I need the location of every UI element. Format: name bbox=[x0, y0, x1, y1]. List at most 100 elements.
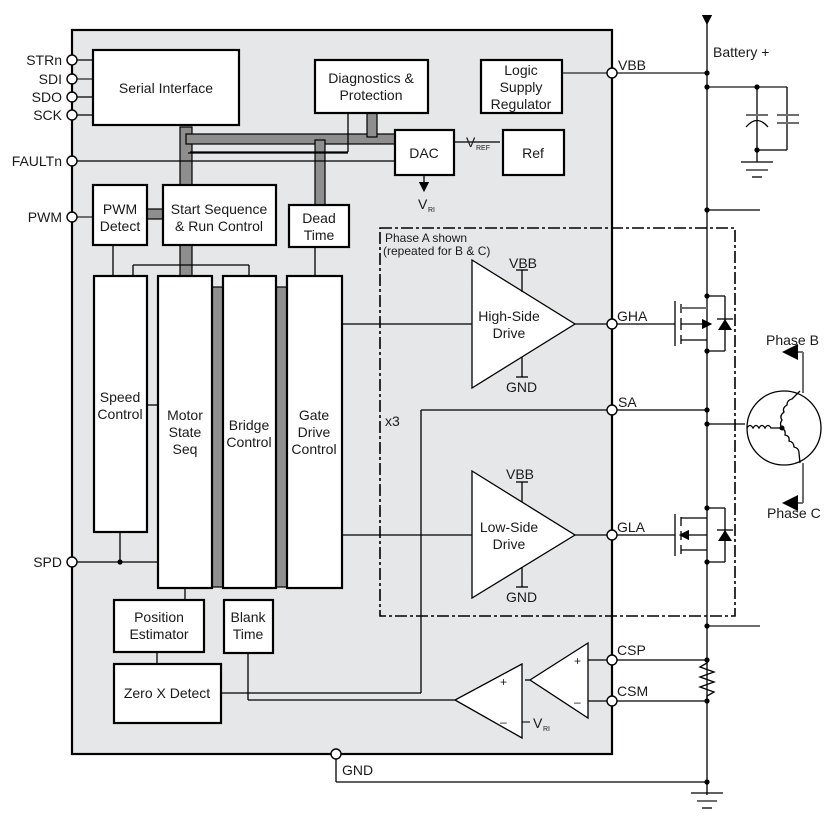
pin-sdi: SDI bbox=[39, 71, 78, 87]
svg-text:Ref: Ref bbox=[522, 145, 544, 161]
svg-text:SDO: SDO bbox=[32, 89, 62, 105]
high-side-mosfet bbox=[674, 295, 733, 352]
svg-text:SPD: SPD bbox=[33, 554, 62, 570]
svg-text:GND: GND bbox=[506, 379, 537, 395]
svg-text:Diagnostics &: Diagnostics & bbox=[328, 70, 414, 86]
svg-text:State: State bbox=[169, 424, 202, 440]
zero-x-detect-block: Zero X Detect bbox=[112, 662, 223, 725]
svg-text:Speed: Speed bbox=[100, 389, 140, 405]
junction-dots bbox=[117, 70, 760, 785]
bridge-control-block: Bridge Control bbox=[221, 274, 278, 590]
svg-text:VBB: VBB bbox=[509, 255, 537, 271]
svg-text:–: – bbox=[574, 695, 581, 709]
svg-text:Logic: Logic bbox=[504, 62, 537, 78]
svg-text:VBB: VBB bbox=[506, 466, 534, 482]
svg-text:Start Sequence: Start Sequence bbox=[171, 201, 268, 217]
blank-time-block: Blank Time bbox=[222, 598, 275, 655]
svg-text:VBB: VBB bbox=[618, 57, 646, 73]
svg-text:Estimator: Estimator bbox=[129, 626, 188, 642]
external-circuit bbox=[335, 14, 799, 809]
svg-text:Time: Time bbox=[304, 227, 335, 243]
svg-text:Phase C: Phase C bbox=[767, 505, 821, 521]
svg-text:GND: GND bbox=[506, 589, 537, 605]
svg-text:Blank: Blank bbox=[230, 609, 266, 625]
comparator: + – V RI bbox=[453, 662, 550, 740]
svg-text:Zero X Detect: Zero X Detect bbox=[124, 685, 210, 701]
current-sense-amplifier: + – bbox=[528, 641, 589, 720]
svg-text:Detect: Detect bbox=[100, 218, 141, 234]
svg-text:Low-Side: Low-Side bbox=[480, 519, 539, 535]
svg-text:+: + bbox=[574, 654, 581, 668]
svg-text:GLA: GLA bbox=[617, 519, 646, 535]
svg-text:CSP: CSP bbox=[617, 642, 646, 658]
svg-text:Motor: Motor bbox=[167, 407, 203, 423]
internal-wires bbox=[72, 72, 612, 723]
svg-text:& Run Control: & Run Control bbox=[175, 218, 263, 234]
svg-text:Position: Position bbox=[134, 609, 184, 625]
svg-text:PWM: PWM bbox=[28, 209, 62, 225]
vref-label: V REF bbox=[466, 134, 490, 152]
svg-text:High-Side: High-Side bbox=[478, 308, 540, 324]
pin-strn: STRn bbox=[26, 52, 78, 68]
svg-text:PWM: PWM bbox=[103, 201, 137, 217]
pin-spd: SPD bbox=[33, 554, 78, 570]
svg-text:Drive: Drive bbox=[493, 325, 526, 341]
svg-text:Control: Control bbox=[226, 434, 271, 450]
svg-text:Regulator: Regulator bbox=[491, 96, 552, 112]
sense-resistor bbox=[698, 660, 716, 701]
svg-text:GND: GND bbox=[342, 762, 373, 778]
svg-text:GHA: GHA bbox=[617, 308, 648, 324]
pin-sdo: SDO bbox=[32, 89, 78, 105]
svg-text:Control: Control bbox=[97, 406, 142, 422]
svg-text:CSM: CSM bbox=[617, 683, 648, 699]
vri-arrow: V RI bbox=[418, 175, 435, 214]
pin-pwm: PWM bbox=[28, 209, 78, 225]
phase-note-repeat: (repeated for B & C) bbox=[383, 244, 490, 258]
svg-text:RI: RI bbox=[543, 726, 550, 733]
diagnostics-protection-block: Diagnostics & Protection bbox=[313, 58, 430, 115]
svg-text:Dead: Dead bbox=[302, 210, 335, 226]
ref-block: Ref bbox=[501, 128, 566, 177]
pin-vbb: VBB bbox=[606, 57, 646, 79]
high-side-drive: High-Side Drive VBB GND bbox=[471, 255, 577, 395]
svg-text:+: + bbox=[500, 675, 507, 689]
svg-text:Supply: Supply bbox=[500, 79, 543, 95]
svg-text:Serial Interface: Serial Interface bbox=[119, 80, 213, 96]
pin-gnd: GND bbox=[330, 748, 373, 778]
svg-text:Drive: Drive bbox=[493, 536, 526, 552]
svg-text:V: V bbox=[418, 196, 428, 212]
svg-text:Time: Time bbox=[233, 626, 264, 642]
svg-text:SCK: SCK bbox=[33, 107, 62, 123]
phase-a-region bbox=[379, 227, 736, 617]
svg-text:Phase B: Phase B bbox=[766, 332, 819, 348]
motor-state-seq-block: Motor State Seq bbox=[156, 274, 214, 590]
svg-text:RI: RI bbox=[428, 207, 435, 214]
motor-symbol: Phase B Phase C bbox=[746, 332, 822, 521]
svg-text:STRn: STRn bbox=[26, 52, 62, 68]
svg-text:V: V bbox=[533, 715, 543, 731]
svg-text:V: V bbox=[466, 134, 476, 150]
pin-gla: GLA bbox=[606, 519, 646, 541]
pin-sa: SA bbox=[606, 394, 637, 416]
svg-text:–: – bbox=[500, 715, 507, 729]
svg-text:FAULTn: FAULTn bbox=[12, 153, 62, 169]
pwm-detect-block: PWM Detect bbox=[91, 183, 149, 247]
pin-gha: GHA bbox=[606, 308, 648, 330]
pin-faultn: FAULTn bbox=[12, 153, 78, 169]
svg-text:Gate: Gate bbox=[299, 407, 330, 423]
start-sequence-block: Start Sequence & Run Control bbox=[161, 183, 278, 247]
gate-drive-control-block: Gate Drive Control bbox=[285, 274, 344, 590]
svg-text:SDI: SDI bbox=[39, 71, 62, 87]
phase-note: Phase A shown bbox=[385, 231, 467, 245]
svg-text:Bridge: Bridge bbox=[229, 417, 270, 433]
svg-text:Control: Control bbox=[291, 441, 336, 457]
pin-csm: CSM bbox=[606, 683, 648, 707]
multiplier-label: x3 bbox=[385, 413, 400, 429]
dac-block: DAC bbox=[393, 128, 456, 177]
svg-text:Seq: Seq bbox=[173, 441, 198, 457]
svg-text:SA: SA bbox=[618, 394, 637, 410]
speed-control-block: Speed Control bbox=[92, 274, 149, 534]
battery-label: Battery + bbox=[713, 44, 769, 60]
logic-supply-regulator-block: Logic Supply Regulator bbox=[479, 58, 564, 115]
